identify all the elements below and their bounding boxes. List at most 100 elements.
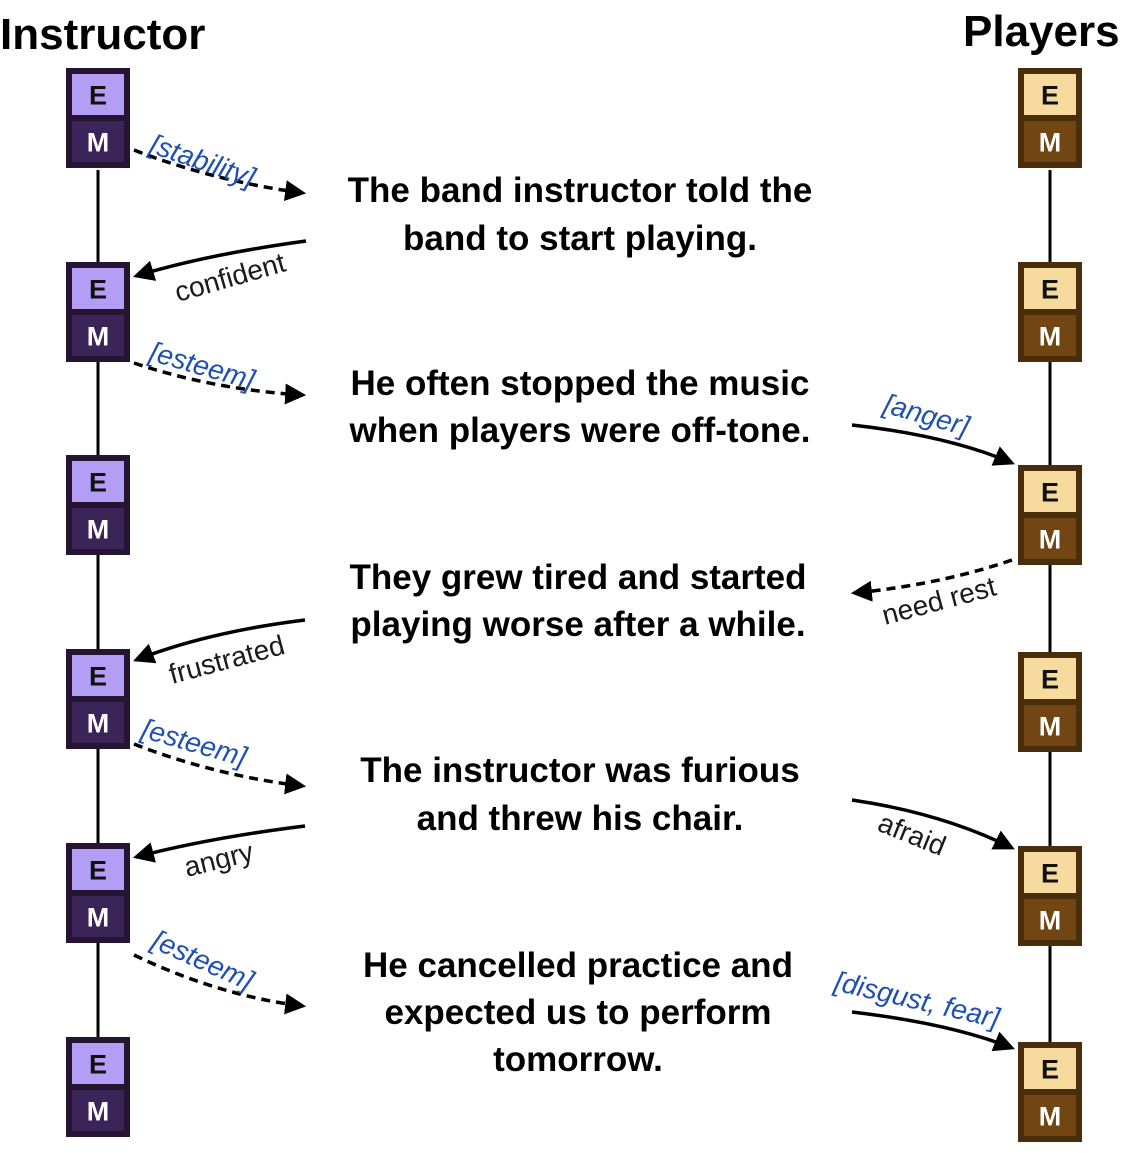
need-label: [esteem] xyxy=(147,924,260,997)
need-label: [disgust, fear] xyxy=(831,965,1004,1034)
instructor-emotion-cell xyxy=(72,461,124,502)
players-motivation-cell xyxy=(1024,899,1076,940)
players-state-box: EM xyxy=(1018,465,1082,565)
instructor-motivation-cell xyxy=(72,121,124,162)
instructor-motivation-cell xyxy=(72,508,124,549)
instructor-state-box: EM xyxy=(66,68,130,168)
players-motivation-letter: M xyxy=(1039,712,1062,742)
instructor-state-box: EM xyxy=(66,262,130,362)
players-state-box: EM xyxy=(1018,652,1082,752)
players-motivation-letter: M xyxy=(1039,128,1062,158)
players-emotion-letter: E xyxy=(1041,81,1059,111)
need-arrow xyxy=(850,558,1013,602)
sentence-line: The band instructor told the xyxy=(348,171,813,210)
emotion-label: afraid xyxy=(874,807,951,862)
instructor-emotion-cell xyxy=(72,268,124,309)
players-motivation-cell xyxy=(1024,705,1076,746)
players-motivation-cell xyxy=(1024,518,1076,559)
players-emotion-letter: E xyxy=(1041,1055,1059,1085)
players-motivation-letter: M xyxy=(1039,525,1062,555)
instructor-motivation-letter: M xyxy=(87,1097,110,1127)
sentence-line: and threw his chair. xyxy=(417,799,744,838)
sentence-1: The band instructor told the band to sta… xyxy=(348,171,813,258)
players-motivation-letter: M xyxy=(1039,322,1062,352)
sentence-line: They grew tired and started xyxy=(349,558,806,597)
players-emotion-letter: E xyxy=(1041,478,1059,508)
players-emotion-cell xyxy=(1024,74,1076,115)
players-title: Players xyxy=(963,7,1120,56)
instructor-motivation-letter: M xyxy=(87,322,110,352)
emotion-arrow xyxy=(133,618,306,664)
emotion-label: frustrated xyxy=(166,629,288,690)
instructor-emotion-letter: E xyxy=(89,856,107,886)
players-emotion-cell xyxy=(1024,471,1076,512)
sentence-line: He cancelled practice and xyxy=(363,946,793,985)
players-state-box: EM xyxy=(1018,68,1082,168)
players-motivation-letter: M xyxy=(1039,1102,1062,1132)
instructor-title: Instructor xyxy=(0,10,205,59)
sentence-line: expected us to perform xyxy=(384,993,771,1032)
instructor-emotion-cell xyxy=(72,1043,124,1084)
players-emotion-cell xyxy=(1024,658,1076,699)
players-motivation-cell xyxy=(1024,1095,1076,1136)
sentence-5: He cancelled practice and expected us to… xyxy=(363,946,793,1079)
instructor-motivation-letter: M xyxy=(87,128,110,158)
instructor-emotion-cell xyxy=(72,655,124,696)
instructor-emotion-letter: E xyxy=(89,468,107,498)
instructor-motivation-cell xyxy=(72,702,124,743)
sentence-2: He often stopped the music when players … xyxy=(349,364,811,450)
sentence-line: He often stopped the music xyxy=(351,364,810,403)
instructor-emotion-letter: E xyxy=(89,1050,107,1080)
emotion-arrow xyxy=(132,239,307,281)
players-motivation-cell xyxy=(1024,121,1076,162)
sentence-4: The instructor was furious and threw his… xyxy=(360,751,800,838)
players-emotion-letter: E xyxy=(1041,665,1059,695)
instructor-emotion-cell xyxy=(72,74,124,115)
players-motivation-cell xyxy=(1024,315,1076,356)
need-label: [esteem] xyxy=(145,336,259,396)
instructor-emotion-cell xyxy=(72,849,124,890)
players-emotion-letter: E xyxy=(1041,275,1059,305)
need-arrow xyxy=(133,361,307,405)
need-arrow xyxy=(133,148,307,202)
sentence-3: They grew tired and started playing wors… xyxy=(349,558,806,644)
instructor-emotion-letter: E xyxy=(89,81,107,111)
emotion-arrow xyxy=(851,423,1015,466)
emotion-arrow xyxy=(851,798,1015,850)
players-emotion-letter: E xyxy=(1041,859,1059,889)
instructor-state-box: EM xyxy=(66,1037,130,1137)
instructor-motivation-cell xyxy=(72,315,124,356)
players-state-box: EM xyxy=(1018,1042,1082,1142)
instructor-motivation-letter: M xyxy=(87,709,110,739)
instructor-motivation-letter: M xyxy=(87,515,110,545)
need-label: [anger] xyxy=(879,388,973,442)
players-emotion-cell xyxy=(1024,852,1076,893)
players-state-box: EM xyxy=(1018,846,1082,946)
players-emotion-cell xyxy=(1024,1048,1076,1089)
instructor-motivation-cell xyxy=(72,1090,124,1131)
sentence-line: The instructor was furious xyxy=(360,751,800,790)
sentence-line: playing worse after a while. xyxy=(350,605,805,644)
sentence-line: band to start playing. xyxy=(403,219,757,258)
sentence-line: when players were off-tone. xyxy=(349,411,811,450)
emotion-label: confident xyxy=(171,247,289,308)
instructor-motivation-letter: M xyxy=(87,903,110,933)
emotion-arrow xyxy=(851,1010,1015,1052)
emotion-arrow xyxy=(132,824,306,863)
instructor-state-box: EM xyxy=(66,843,130,943)
instructor-state-box: EM xyxy=(66,649,130,749)
need-arrow xyxy=(133,953,307,1015)
instructor-motivation-cell xyxy=(72,896,124,937)
players-motivation-letter: M xyxy=(1039,906,1062,936)
need-label: [stability] xyxy=(145,128,260,193)
instructor-emotion-letter: E xyxy=(89,275,107,305)
need-arrow xyxy=(133,742,307,795)
instructor-state-box: EM xyxy=(66,455,130,555)
sentence-line: tomorrow. xyxy=(493,1040,663,1079)
players-state-box: EM xyxy=(1018,262,1082,362)
players-emotion-cell xyxy=(1024,268,1076,309)
